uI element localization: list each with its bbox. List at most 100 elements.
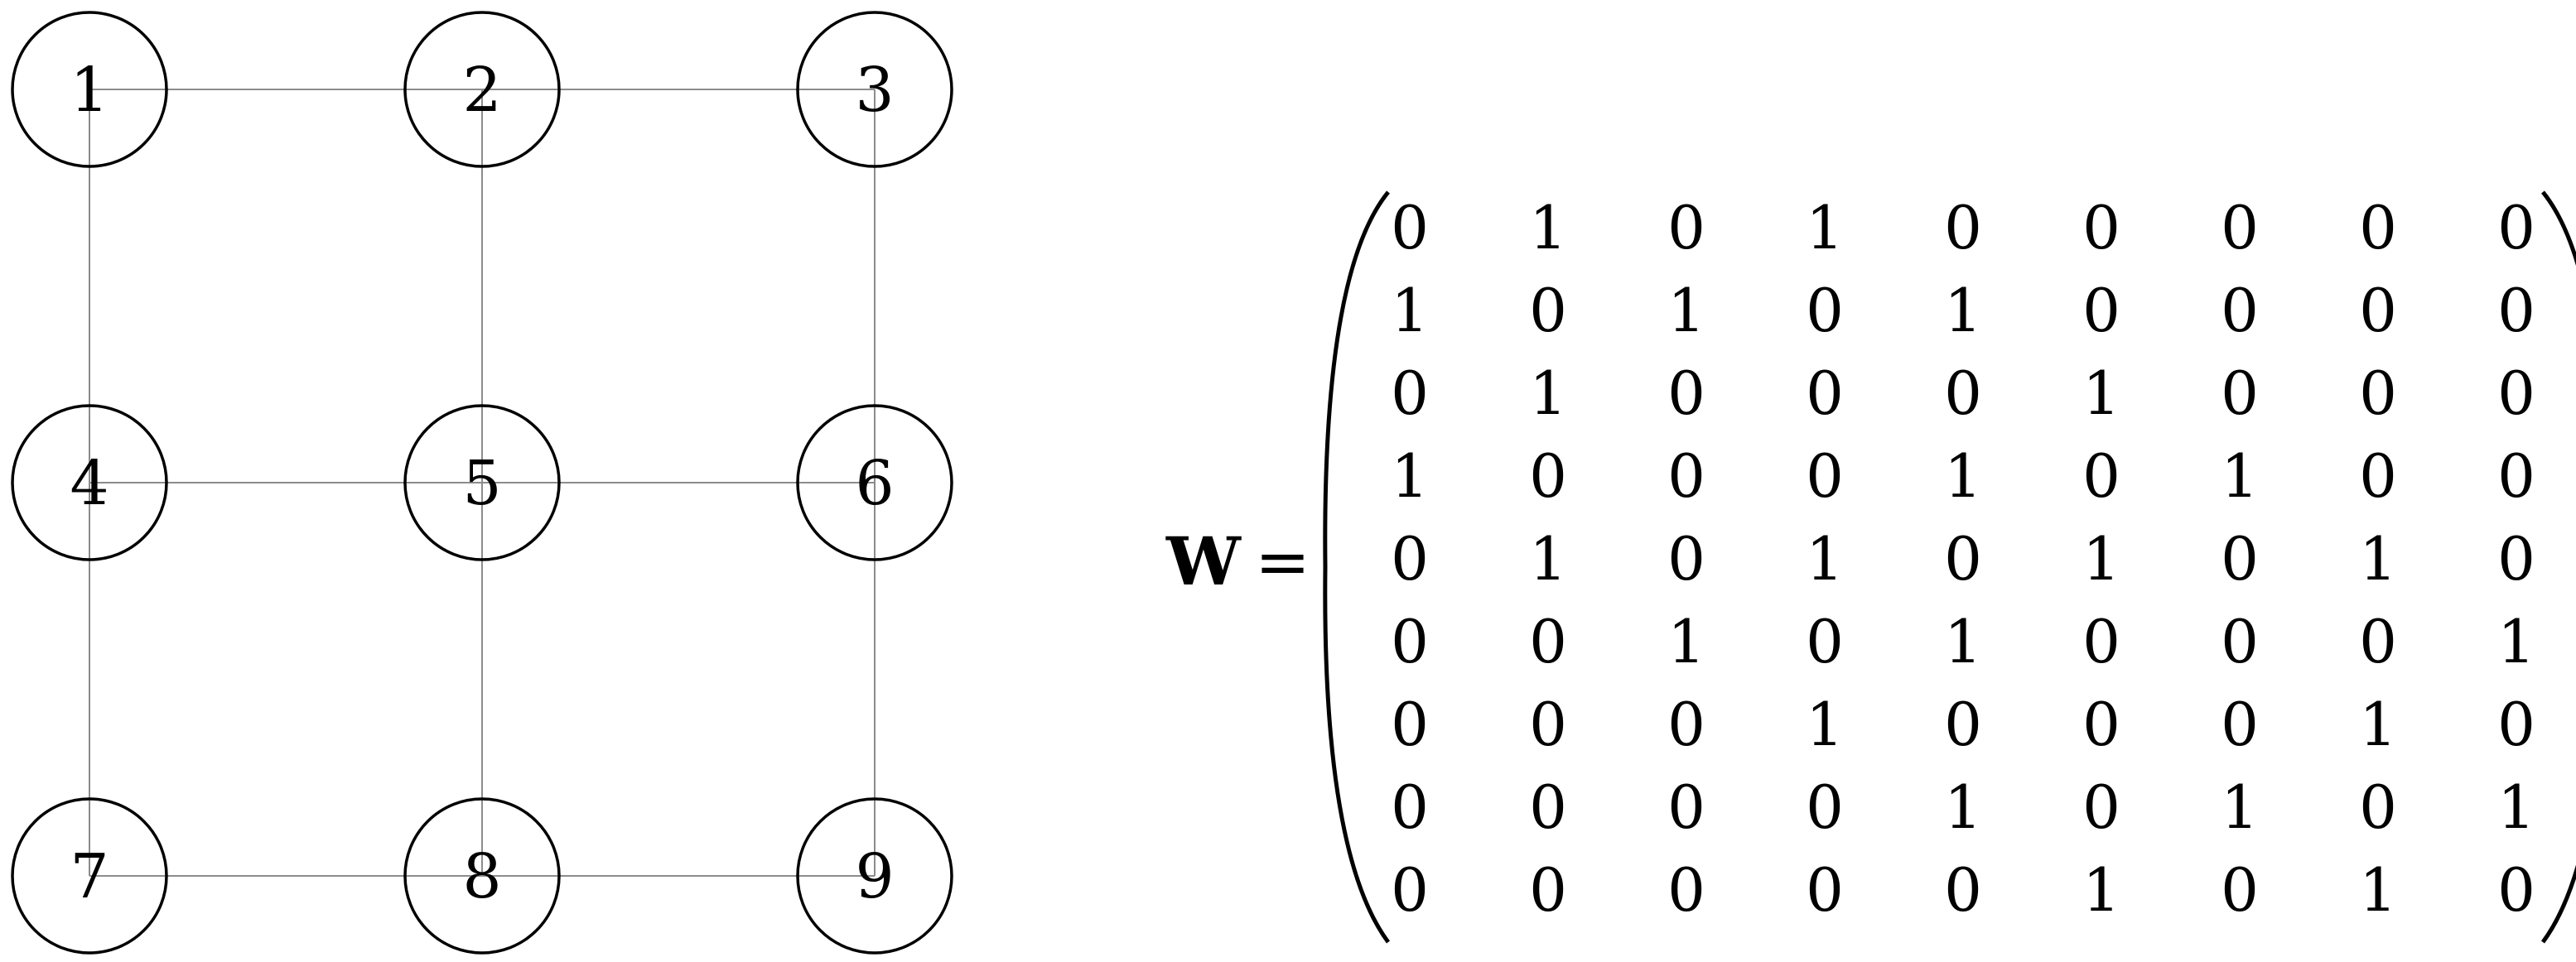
matrix-cell-r4-c2: 0 bbox=[1529, 441, 1567, 511]
matrix-cell-r4-c7: 1 bbox=[2221, 441, 2259, 511]
matrix-cell-r3-c9: 0 bbox=[2497, 358, 2535, 428]
node-label: 8 bbox=[462, 841, 501, 912]
matrix-cell-r6-c9: 1 bbox=[2497, 607, 2535, 676]
matrix-cell-r8-c4: 0 bbox=[1806, 772, 1844, 842]
matrix-cell-r7-c2: 0 bbox=[1529, 690, 1567, 759]
matrix-cell-r9-c1: 0 bbox=[1391, 855, 1429, 925]
node-2: 2 bbox=[403, 11, 561, 168]
matrix-cell-r1-c2: 1 bbox=[1529, 193, 1567, 262]
node-4: 4 bbox=[11, 404, 168, 561]
node-label: 7 bbox=[70, 841, 109, 912]
matrix-cell-r6-c5: 1 bbox=[1944, 607, 1982, 676]
node-label: 5 bbox=[462, 448, 501, 519]
matrix-cell-r8-c1: 0 bbox=[1391, 772, 1429, 842]
matrix-cell-r4-c1: 1 bbox=[1391, 441, 1429, 511]
node-9: 9 bbox=[796, 797, 953, 955]
node-circle bbox=[11, 11, 168, 168]
node-5: 5 bbox=[403, 404, 561, 561]
matrix-cell-r6-c1: 0 bbox=[1391, 607, 1429, 676]
node-1: 1 bbox=[11, 11, 168, 168]
node-circle bbox=[403, 797, 561, 955]
matrix-cell-r6-c8: 0 bbox=[2359, 607, 2397, 676]
matrix-cell-r1-c8: 0 bbox=[2359, 193, 2397, 262]
node-circle bbox=[403, 404, 561, 561]
node-6: 6 bbox=[796, 404, 953, 561]
matrix-cell-r9-c7: 0 bbox=[2221, 855, 2259, 925]
matrix-cell-r5-c1: 0 bbox=[1391, 524, 1429, 594]
node-label: 1 bbox=[70, 55, 109, 126]
graph-nodes: 1 2 3 4 5 6 7 8 9 bbox=[11, 11, 953, 955]
matrix-cell-r1-c7: 0 bbox=[2221, 193, 2259, 262]
matrix-cell-r7-c8: 1 bbox=[2359, 690, 2397, 759]
matrix-cell-r8-c2: 0 bbox=[1529, 772, 1567, 842]
node-circle bbox=[796, 797, 953, 955]
matrix-cell-r8-c7: 1 bbox=[2221, 772, 2259, 842]
matrix-cell-r9-c3: 0 bbox=[1667, 855, 1705, 925]
matrix-cell-r1-c6: 0 bbox=[2082, 193, 2120, 262]
matrix-cell-r7-c9: 0 bbox=[2497, 690, 2535, 759]
matrix-cell-r3-c8: 0 bbox=[2359, 358, 2397, 428]
matrix-cell-r5-c4: 1 bbox=[1806, 524, 1844, 594]
node-label: 4 bbox=[70, 448, 109, 519]
matrix-cell-r9-c5: 0 bbox=[1944, 855, 1982, 925]
matrix-cell-r1-c9: 0 bbox=[2497, 193, 2535, 262]
matrix-cell-r3-c3: 0 bbox=[1667, 358, 1705, 428]
matrix-cell-r7-c6: 0 bbox=[2082, 690, 2120, 759]
node-circle bbox=[11, 404, 168, 561]
matrix-cell-r6-c6: 0 bbox=[2082, 607, 2120, 676]
node-7: 7 bbox=[11, 797, 168, 955]
node-label: 9 bbox=[855, 841, 894, 912]
matrix-cell-r4-c6: 0 bbox=[2082, 441, 2120, 511]
matrix-cell-r6-c2: 0 bbox=[1529, 607, 1567, 676]
node-3: 3 bbox=[796, 11, 953, 168]
matrix-cell-r8-c6: 0 bbox=[2082, 772, 2120, 842]
matrix-cell-r1-c5: 0 bbox=[1944, 193, 1982, 262]
matrix-cell-r5-c9: 0 bbox=[2497, 524, 2535, 594]
matrix-cell-r6-c3: 1 bbox=[1667, 607, 1705, 676]
matrix-cell-r4-c8: 0 bbox=[2359, 441, 2397, 511]
matrix-cell-r2-c2: 0 bbox=[1529, 276, 1567, 345]
matrix-cell-r8-c9: 1 bbox=[2497, 772, 2535, 842]
equals-sign: = bbox=[1255, 523, 1310, 600]
matrix-cell-r2-c6: 0 bbox=[2082, 276, 2120, 345]
matrix-cell-r3-c6: 1 bbox=[2082, 358, 2120, 428]
matrix-cell-r2-c3: 1 bbox=[1667, 276, 1705, 345]
matrix-cell-r8-c8: 0 bbox=[2359, 772, 2397, 842]
matrix-cell-r5-c2: 1 bbox=[1529, 524, 1567, 594]
matrix-cell-r7-c4: 1 bbox=[1806, 690, 1844, 759]
matrix-cell-r5-c6: 1 bbox=[2082, 524, 2120, 594]
matrix-cell-r4-c5: 1 bbox=[1944, 441, 1982, 511]
matrix-cell-r6-c7: 0 bbox=[2221, 607, 2259, 676]
node-label: 3 bbox=[855, 55, 894, 126]
matrix-cell-r4-c9: 0 bbox=[2497, 441, 2535, 511]
matrix-cell-r2-c7: 0 bbox=[2221, 276, 2259, 345]
matrix-cell-r7-c1: 0 bbox=[1391, 690, 1429, 759]
matrix-cell-r7-c3: 0 bbox=[1667, 690, 1705, 759]
node-label: 2 bbox=[462, 55, 501, 126]
matrix-cell-r8-c3: 0 bbox=[1667, 772, 1705, 842]
matrix-cells: 0 1 0 1 0 0 0 0 0 1 0 1 0 1 0 0 0 0 0 1 0 0 0 1 0 0 0 1 0 0 0 1 0 1 0 0 0 1 0 1… bbox=[1391, 193, 2535, 925]
matrix-cell-r4-c4: 0 bbox=[1806, 441, 1844, 511]
matrix-cell-r1-c4: 1 bbox=[1806, 193, 1844, 262]
matrix-cell-r9-c4: 0 bbox=[1806, 855, 1844, 925]
matrix-cell-r2-c9: 0 bbox=[2497, 276, 2535, 345]
matrix-cell-r9-c9: 0 bbox=[2497, 855, 2535, 925]
matrix-cell-r2-c1: 1 bbox=[1391, 276, 1429, 345]
matrix-cell-r9-c2: 0 bbox=[1529, 855, 1567, 925]
matrix-cell-r7-c5: 0 bbox=[1944, 690, 1982, 759]
node-label: 6 bbox=[855, 448, 894, 519]
matrix-cell-r9-c6: 1 bbox=[2082, 855, 2120, 925]
matrix-cell-r1-c1: 0 bbox=[1391, 193, 1429, 262]
matrix-cell-r2-c4: 0 bbox=[1806, 276, 1844, 345]
matrix-cell-r2-c5: 1 bbox=[1944, 276, 1982, 345]
right-parenthesis bbox=[2540, 190, 2576, 944]
matrix-cell-r1-c3: 0 bbox=[1667, 193, 1705, 262]
matrix-cell-r3-c5: 0 bbox=[1944, 358, 1982, 428]
matrix-cell-r8-c5: 1 bbox=[1944, 772, 1982, 842]
matrix-cell-r7-c7: 0 bbox=[2221, 690, 2259, 759]
matrix-cell-r9-c8: 1 bbox=[2359, 855, 2397, 925]
matrix-cell-r2-c8: 0 bbox=[2359, 276, 2397, 345]
matrix-cell-r3-c1: 0 bbox=[1391, 358, 1429, 428]
